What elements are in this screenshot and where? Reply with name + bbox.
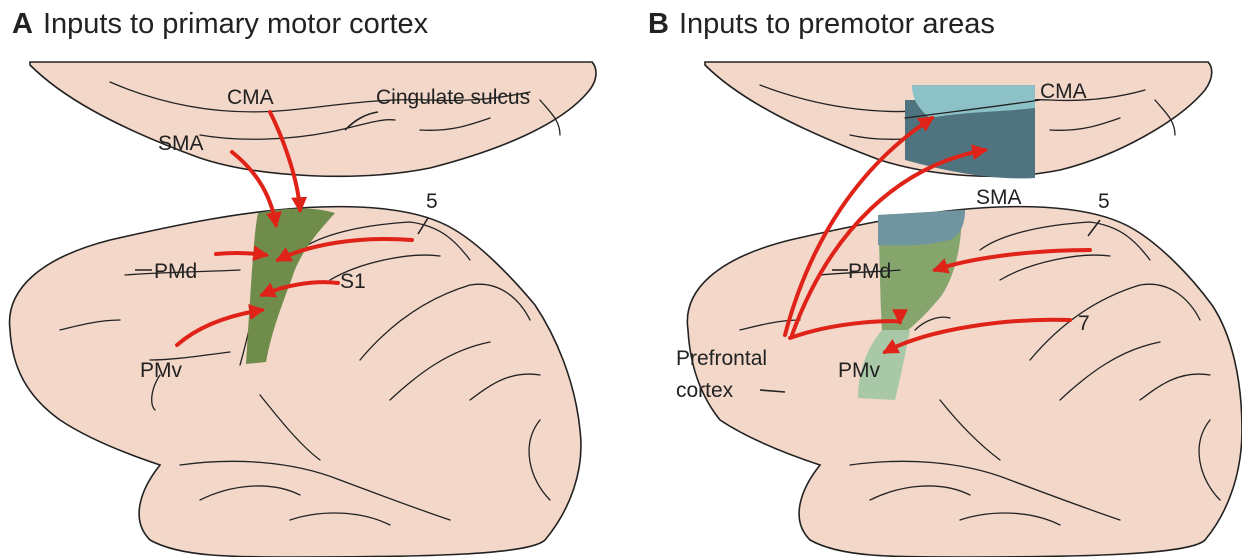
panel-b-label-area7: 7	[1078, 312, 1090, 335]
panel-a-label-s1: S1	[340, 270, 366, 293]
panel-a-medial-hemisphere	[30, 62, 596, 176]
panel-b-label-pmv: PMv	[838, 359, 881, 382]
panel-b-label-sma: SMA	[976, 186, 1022, 209]
panel-b-label-cma: CMA	[1040, 80, 1087, 103]
panel-b-label-cortex: cortex	[676, 379, 734, 402]
panel-a-label-sma: SMA	[158, 132, 204, 155]
panel-b-label-prefrontal: Prefrontal	[676, 347, 767, 370]
panel-a-label-area5: 5	[426, 190, 438, 213]
panel-a-label-cma: CMA	[227, 86, 274, 109]
panel-a-label-pmd: PMd	[154, 260, 197, 283]
panel-b: CMA SMA 5 PMd 7 Prefrontal cortex PMv	[676, 62, 1242, 557]
panel-b-label-pmd: PMd	[848, 260, 891, 283]
panel-b-lateral-hemisphere	[687, 207, 1242, 557]
panel-a-label-pmv: PMv	[140, 359, 183, 382]
panel-b-label-area5: 5	[1098, 190, 1110, 213]
panel-a-arrow-pmd	[216, 253, 266, 255]
panel-a: CMA Cingulate sulcus SMA 5 PMd S1 PMv	[10, 62, 596, 557]
panel-a-label-cingulate-sulcus: Cingulate sulcus	[376, 86, 530, 109]
